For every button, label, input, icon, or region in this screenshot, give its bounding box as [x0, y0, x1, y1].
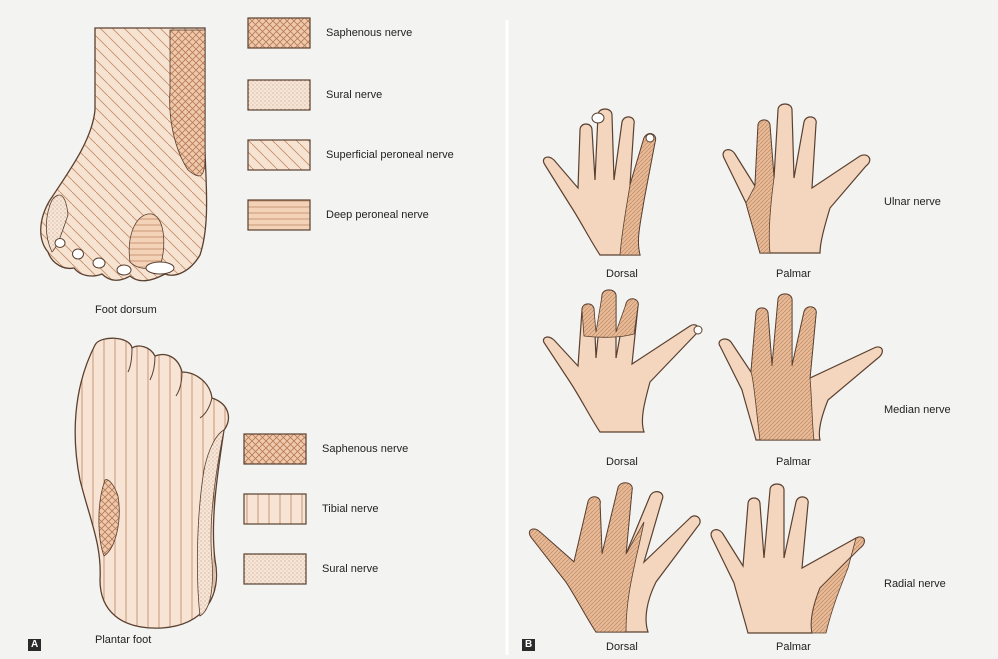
hand-radial-palmar [711, 484, 864, 633]
legend-swatch-crosshatch [248, 18, 310, 48]
legend-label-deep-peroneal: Deep peroneal nerve [326, 209, 429, 221]
panel-b-badge: B [522, 639, 535, 651]
legend-label-saphenous-dorsum: Saphenous nerve [326, 27, 412, 39]
caption-radial-dorsal: Dorsal [606, 641, 638, 653]
legend-label-saphenous-plantar: Saphenous nerve [322, 443, 408, 455]
legend-swatch-diagonal [248, 140, 310, 170]
label-radial-nerve: Radial nerve [884, 578, 946, 590]
legend-label-superficial-peroneal: Superficial peroneal nerve [326, 149, 454, 161]
caption-foot-dorsum: Foot dorsum [95, 304, 157, 316]
legend-swatch-dots [248, 80, 310, 110]
caption-ulnar-palmar: Palmar [776, 268, 811, 280]
caption-median-palmar: Palmar [776, 456, 811, 468]
plantar-legend-swatches [244, 434, 306, 584]
legend-label-sural-dorsum: Sural nerve [326, 89, 382, 101]
label-ulnar-nerve: Ulnar nerve [884, 196, 941, 208]
legend-label-tibial: Tibial nerve [322, 503, 378, 515]
caption-median-dorsal: Dorsal [606, 456, 638, 468]
legend-swatch-vertical [244, 494, 306, 524]
foot-dorsum-drawing [41, 28, 207, 281]
hands-drawings [529, 104, 882, 633]
caption-ulnar-dorsal: Dorsal [606, 268, 638, 280]
panel-a-badge: A [28, 639, 41, 651]
hand-ulnar-palmar [723, 104, 870, 253]
label-median-nerve: Median nerve [884, 404, 951, 416]
legend-swatch-horizontal [248, 200, 310, 230]
legend-label-sural-plantar: Sural nerve [322, 563, 378, 575]
dorsum-legend-swatches [248, 18, 310, 230]
legend-swatch-dots [244, 554, 306, 584]
hand-ulnar-dorsal [543, 109, 655, 255]
caption-radial-palmar: Palmar [776, 641, 811, 653]
hand-median-dorsal [543, 290, 702, 432]
legend-swatch-crosshatch [244, 434, 306, 464]
hand-radial-dorsal [529, 483, 700, 632]
plantar-foot-drawing [75, 338, 228, 628]
caption-plantar-foot: Plantar foot [95, 634, 151, 646]
hand-median-palmar [719, 294, 882, 440]
